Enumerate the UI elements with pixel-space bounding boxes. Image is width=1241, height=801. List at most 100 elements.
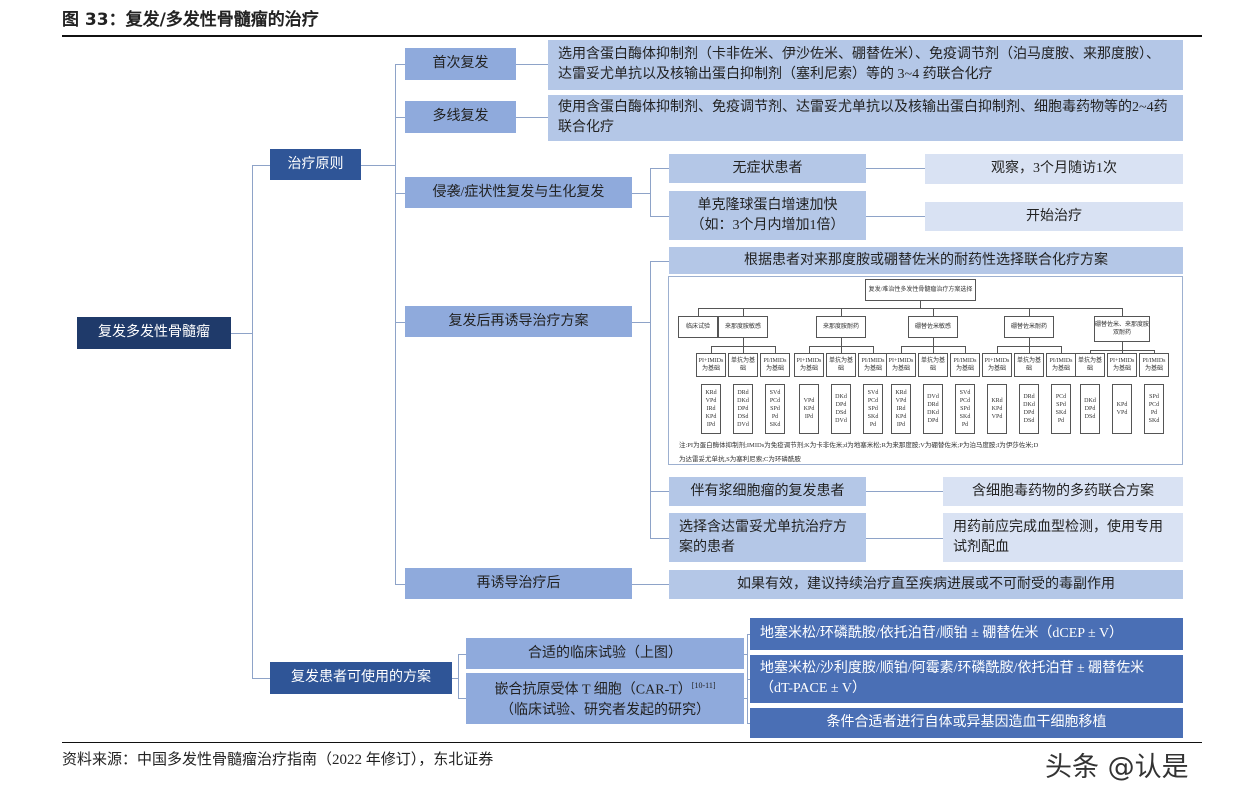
flow-drug: Pd [1150, 410, 1158, 416]
flow-drug: SVd [769, 390, 781, 396]
flow-basis: PI+IMIDs为基础 [982, 353, 1012, 377]
connector [747, 679, 750, 680]
flow-connector [1122, 308, 1123, 316]
connector [252, 678, 270, 679]
regimen-flowchart: 复发/难治性多发性骨髓瘤治疗方案选择临床试验来那度胺敏感 PI+IMIDs为基础 K… [668, 276, 1183, 465]
car-t-text: 嵌合抗原受体 T 细胞（CAR-T） [494, 682, 692, 698]
connector [650, 168, 651, 216]
observe-node: 观察，3个月随访1次 [925, 154, 1183, 184]
flow-drug: SKd [769, 422, 781, 428]
flow-connector [873, 346, 874, 353]
connector [744, 698, 747, 699]
flow-drug: SPd [770, 406, 780, 412]
flow-drug: PCd [769, 398, 781, 404]
flow-root: 复发/难治性多发性骨髓瘤治疗方案选择 [865, 279, 976, 301]
flow-connector [933, 338, 934, 346]
flow-drug: DPd [1023, 410, 1035, 416]
connector [866, 216, 925, 217]
flow-group: 硼替佐米敏感 [908, 316, 958, 338]
flow-drug: SPd [1056, 402, 1066, 408]
dt-pace-regimen: 地塞米松/沙利度胺/顺铂/阿霉素/环磷酰胺/依托泊苷 ± 硼替佐米（dT-PAC… [750, 655, 1183, 703]
flow-drug: IRd [706, 406, 716, 412]
flow-drug: SPd [1149, 394, 1159, 400]
connector [650, 491, 669, 492]
flow-drug: KPd [991, 406, 1003, 412]
multi-relapse-node: 多线复发 [405, 101, 516, 133]
connector [395, 64, 396, 585]
flow-drug: DPd [1084, 406, 1096, 412]
flow-drug: SPd [868, 406, 878, 412]
flow-drug: DRd [927, 402, 939, 408]
connector [458, 698, 466, 699]
flow-basis: PI/IMIDs为基础 [1046, 353, 1076, 377]
flow-drug: KPd [895, 414, 907, 420]
flow-drug: Pd [961, 422, 969, 428]
flow-connector [933, 346, 934, 353]
flow-connector [698, 308, 699, 316]
flow-drug: DSd [1023, 418, 1035, 424]
connector [395, 64, 405, 65]
flow-trial: 临床试验 [678, 316, 718, 338]
flow-basis: PI/IMIDs为基础 [858, 353, 888, 377]
flow-basis: 单抗为基础 [1014, 353, 1044, 377]
first-relapse-node: 首次复发 [405, 48, 516, 80]
transplant-option: 条件合适者进行自体或异基因造血干细胞移植 [750, 708, 1183, 738]
flow-connector [933, 308, 934, 316]
options-node: 复发患者可使用的方案 [270, 662, 452, 694]
flow-drug: SKd [1055, 410, 1067, 416]
flow-basis: PI+IMIDs为基础 [794, 353, 824, 377]
connector [632, 322, 650, 323]
connector [747, 723, 750, 724]
invasive-relapse-node: 侵袭/症状性复发与生化复发 [405, 177, 632, 208]
flow-drug: Pd [1057, 418, 1065, 424]
mprotein-increase-node: 单克隆球蛋白增速加快（如：3个月内增加1倍） [669, 191, 866, 240]
flow-drug: IRd [896, 406, 906, 412]
root-node: 复发多发性骨髓瘤 [77, 317, 231, 349]
plasmacytoma-node: 伴有浆细胞瘤的复发患者 [669, 477, 866, 506]
flow-drug: DPd [927, 418, 939, 424]
connector [632, 584, 669, 585]
resistance-selection-header: 根据患者对来那度胺或硼替佐米的耐药性选择联合化疗方案 [669, 247, 1183, 274]
flow-group: 来那度胺敏感 [718, 316, 768, 338]
source-note: 资料来源：中国多发性骨髓瘤治疗指南（2022 年修订），东北证券 [62, 752, 494, 768]
car-t-subtitle: （临床试验、研究者发起的研究） [500, 702, 710, 718]
connector [458, 654, 466, 655]
reinduction-node: 复发后再诱导治疗方案 [405, 306, 632, 337]
connector [650, 261, 669, 262]
flow-drug: DRd [737, 390, 749, 396]
clinical-trial-node: 合适的临床试验（上图） [466, 638, 744, 669]
connector [395, 322, 405, 323]
car-t-node: 嵌合抗原受体 T 细胞（CAR-T）[10-11] （临床试验、研究者发起的研究… [466, 673, 744, 724]
flow-drug: DPd [737, 406, 749, 412]
flow-drug: KRd [895, 390, 907, 396]
flow-basis: PI/IMIDs为基础 [760, 353, 790, 377]
flow-connector [901, 346, 902, 353]
first-relapse-detail: 选用含蛋白酶体抑制剂（卡非佐米、伊沙佐米、硼替佐米）、免疫调节剂（泊马度胺、来那… [548, 40, 1183, 90]
connector [395, 584, 405, 585]
flow-basis: 单抗为基础 [826, 353, 856, 377]
multi-relapse-detail: 使用含蛋白酶体抑制剂、免疫调节剂、达雷妥尤单抗以及核输出蛋白抑制剂、细胞毒药物等… [548, 95, 1183, 141]
flow-connector [743, 338, 744, 346]
connector [252, 165, 270, 166]
flow-connector [997, 346, 998, 353]
flow-note: 注:PI为蛋白酶体抑制剂;IMIDs为免疫调节剂;K为卡非佐米;d为地塞米松;R… [679, 442, 1039, 449]
flow-drug: SKd [867, 414, 879, 420]
flow-drug: VPd [1116, 410, 1128, 416]
flow-drug: DRd [1023, 394, 1035, 400]
connector [650, 261, 651, 539]
car-t-label: 嵌合抗原受体 T 细胞（CAR-T）[10-11] [494, 676, 715, 701]
flow-basis: PI/IMIDs为基础 [950, 353, 980, 377]
car-t-reference: [10-11] [691, 681, 716, 691]
flow-drug: DPd [835, 402, 847, 408]
